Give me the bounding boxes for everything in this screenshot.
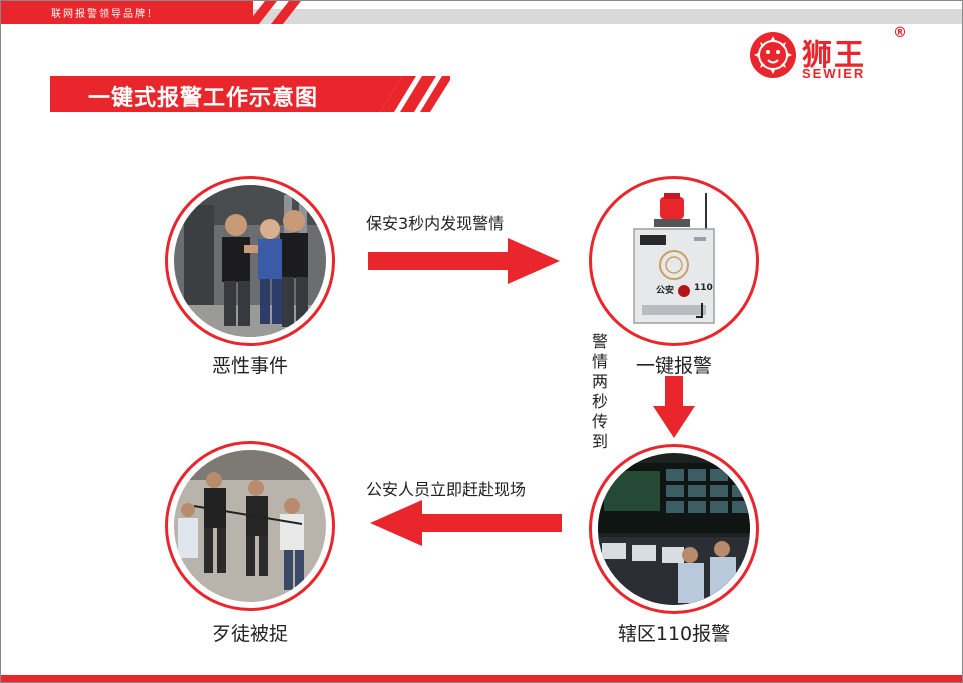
- police-center-photo: [598, 453, 750, 605]
- incident-label: 恶性事件: [211, 355, 288, 377]
- top-banner-grey: [253, 9, 962, 24]
- incident-circle: [165, 176, 335, 346]
- brand-logo: 狮王 ® SEWIER: [748, 25, 928, 88]
- arrow-down-icon: [653, 376, 695, 438]
- title-banner-shape: [50, 76, 450, 112]
- arrow-top-label: 保安3秒内发现警情: [366, 214, 505, 233]
- alarm-circle: 公安 110: [589, 176, 759, 346]
- arrest-photo: [174, 450, 326, 602]
- banner-stripes: [223, 1, 301, 24]
- device-badge: 公安: [656, 286, 675, 296]
- alarm-label: 一键报警: [635, 355, 712, 377]
- incident-photo: [174, 185, 326, 337]
- top-banner-red: [1, 1, 253, 24]
- arrow-bottom-label: 公安人员立即赶赴现场: [366, 480, 527, 499]
- brand-name-en: SEWIER: [802, 66, 866, 81]
- brand-tagline: 联网报警领导品牌！: [51, 9, 159, 20]
- police-center-circle: [589, 444, 759, 614]
- registered-mark: ®: [893, 25, 907, 41]
- lion-logo-icon: [750, 32, 796, 78]
- title-banner: 一键式报警工作示意图: [50, 76, 450, 112]
- top-banner: 联网报警领导品牌！: [1, 1, 962, 25]
- alarm-device-image: 公安 110: [598, 185, 750, 337]
- bottom-bar: [1, 675, 962, 682]
- page-title: 一键式报警工作示意图: [88, 86, 319, 111]
- arrest-label: 歹徒被捉: [211, 623, 288, 645]
- police-center-label: 辖区110报警: [617, 623, 731, 645]
- alarm-device-icon: [598, 185, 750, 337]
- arrest-circle: [165, 441, 335, 611]
- brand-name-cn: 狮王: [802, 38, 866, 73]
- arrow-right-icon: [368, 238, 560, 284]
- arrow-left-icon: [370, 500, 562, 546]
- arrow-right-label: 警情两秒传到: [591, 332, 608, 451]
- device-number: 110: [694, 283, 713, 293]
